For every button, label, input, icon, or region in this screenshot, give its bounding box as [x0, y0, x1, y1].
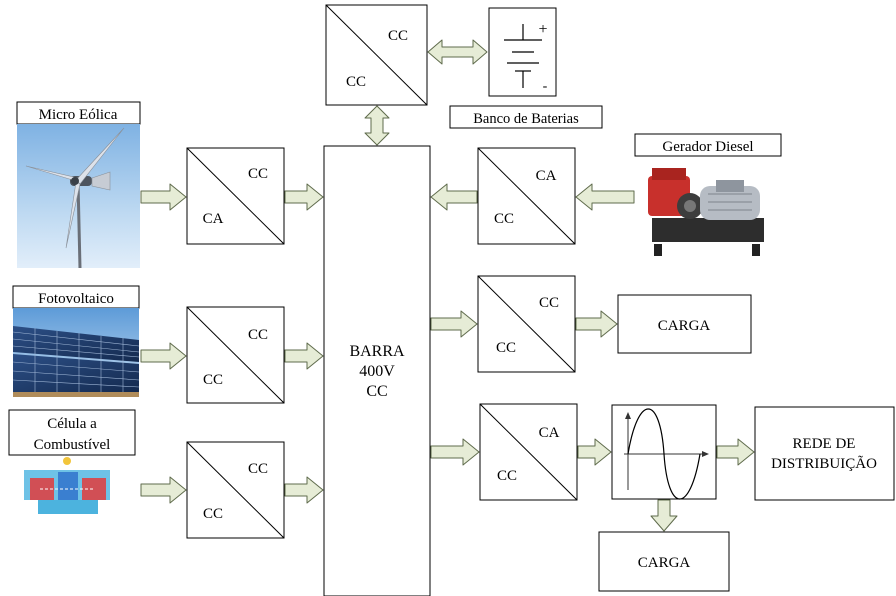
converter-upper-label: CC — [388, 28, 408, 44]
dc-bus-bar: BARRA 400V CC — [323, 145, 431, 596]
diesel-generator-icon — [648, 168, 764, 256]
battery-bank: + - — [488, 7, 557, 97]
battery-icon — [504, 24, 542, 88]
arrow-pv-to-converter — [140, 342, 187, 370]
load-ac: CARGA — [598, 531, 730, 592]
grid-label-line2: DISTRIBUIÇÃO — [771, 456, 877, 472]
battery-label: Banco de Baterias — [473, 111, 579, 127]
fuel-cell-icon — [24, 457, 110, 514]
battery-plus: + — [538, 21, 547, 38]
arrow-diesel-converter-to-bus — [430, 183, 478, 211]
bus-label-line3: CC — [366, 383, 387, 400]
wind-label: Micro Eólica — [39, 107, 118, 123]
arrow-fc-converter-to-bus — [284, 476, 324, 504]
converter-upper-label: CA — [539, 425, 560, 441]
dc-dc-converter-load: CC CC — [477, 275, 576, 373]
diesel-source: Gerador Diesel — [634, 133, 782, 256]
dc-dc-converter-pv: CC CC — [186, 306, 285, 404]
diesel-label: Gerador Diesel — [662, 139, 753, 155]
wind-source: Micro Eólica — [16, 101, 141, 269]
converter-upper-label: CA — [536, 168, 557, 184]
pv-label: Fotovoltaico — [38, 291, 114, 307]
arrow-wind-to-converter — [140, 183, 187, 211]
arrow-inverter-to-waveform — [577, 438, 612, 466]
bus-label-line1: BARRA — [349, 343, 405, 360]
converter-upper-label: CC — [248, 327, 268, 343]
arrow-load-converter-to-load — [575, 310, 618, 338]
converter-lower-label: CC — [494, 211, 514, 227]
arrow-bus-to-inverter — [430, 438, 480, 466]
fuel-cell-label-line1: Célula a — [47, 416, 97, 432]
bus-label-line2: 400V — [359, 363, 395, 380]
load-label: CARGA — [638, 555, 691, 571]
converter-lower-label: CA — [203, 211, 224, 227]
converter-lower-label: CC — [203, 372, 223, 388]
converter-upper-label: CC — [248, 461, 268, 477]
arrow-wind-converter-to-bus — [284, 183, 324, 211]
fuel-cell-label-line2: Combustível — [34, 437, 111, 453]
distribution-grid: REDE DE DISTRIBUIÇÃO — [754, 406, 895, 501]
dc-ac-inverter: CA CC — [479, 403, 578, 501]
pv-source: Fotovoltaico — [12, 285, 140, 397]
sine-wave-icon — [624, 408, 709, 500]
converter-lower-label: CC — [496, 340, 516, 356]
dcdc-converter-battery: CC CC — [325, 4, 428, 106]
ac-dc-converter-diesel: CA CC — [477, 147, 576, 245]
ac-dc-converter-wind: CC CA — [186, 147, 285, 245]
converter-lower-label: CC — [497, 468, 517, 484]
load-dc: CARGA — [617, 294, 752, 354]
arrow-bus-to-load-converter — [430, 310, 478, 338]
battery-minus: - — [543, 79, 548, 94]
dc-dc-converter-fuel-cell: CC CC — [186, 441, 285, 539]
grid-label-line1: REDE DE — [793, 436, 856, 452]
converter-lower-label: CC — [346, 74, 366, 90]
solar-panel-icon — [12, 308, 140, 397]
fuel-cell-source: Célula a Combustível — [8, 409, 136, 514]
arrow-waveform-to-grid — [716, 438, 755, 466]
arrow-diesel-to-converter — [575, 183, 635, 211]
arrow-waveform-to-ac-load — [650, 499, 678, 532]
arrow-fc-to-converter — [140, 476, 187, 504]
converter-upper-label: CC — [539, 295, 559, 311]
battery-label-box: Banco de Baterias — [449, 105, 603, 129]
converter-upper-label: CC — [248, 166, 268, 182]
wind-turbine-icon — [17, 124, 140, 269]
load-label: CARGA — [658, 318, 711, 334]
arrow-pv-converter-to-bus — [284, 342, 324, 370]
arrow-converter-battery-bidirectional — [427, 39, 488, 65]
ac-waveform-box — [611, 404, 717, 500]
arrow-bus-converter-bidirectional — [364, 105, 390, 146]
converter-lower-label: CC — [203, 506, 223, 522]
